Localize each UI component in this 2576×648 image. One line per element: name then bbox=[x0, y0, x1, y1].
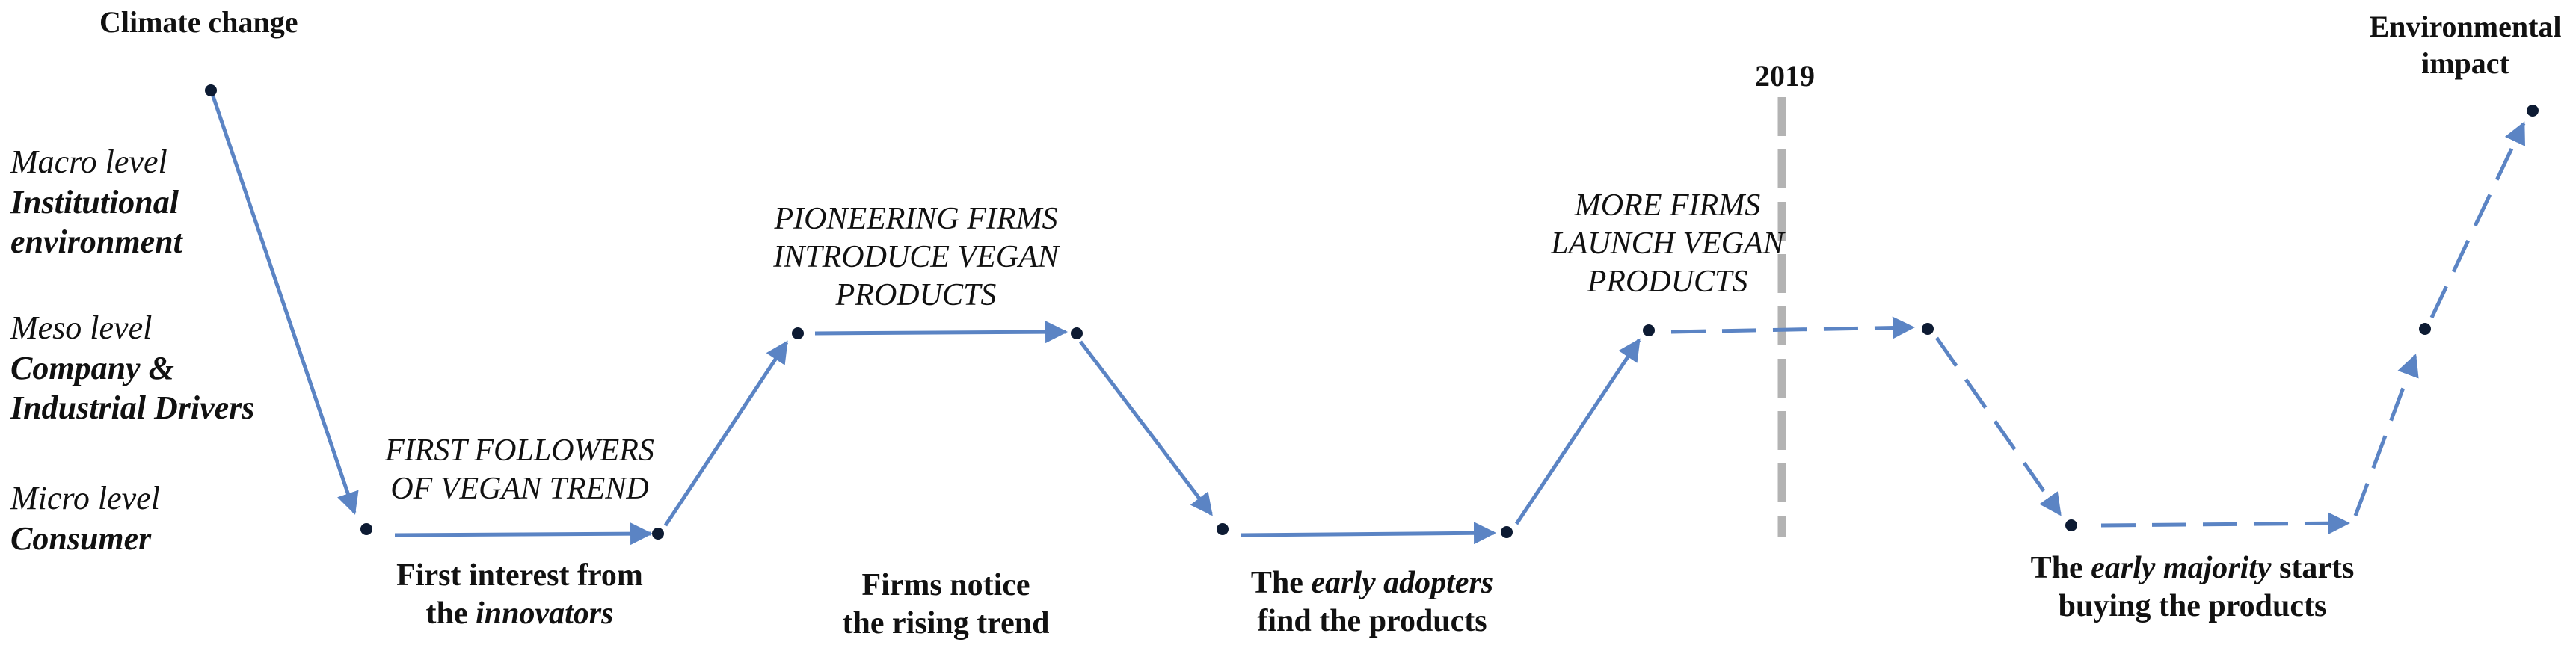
macro-level-label: Macro level Institutional environment bbox=[10, 142, 182, 262]
node-climate-change bbox=[205, 84, 217, 96]
early-majority-post: starts bbox=[2271, 551, 2355, 585]
first-followers-line-1: FIRST FOLLOWERS bbox=[385, 433, 654, 468]
node-early-majority bbox=[2065, 519, 2077, 531]
arrow-majority-flat bbox=[2100, 512, 2350, 535]
arrow-more-firms-to-majority bbox=[1934, 336, 2062, 516]
meso-level-title: Meso level bbox=[10, 309, 153, 346]
arrow-innovators-to-followers bbox=[394, 522, 653, 546]
more-firms-line-2: LAUNCH VEGAN bbox=[1551, 226, 1784, 262]
arrow-followers-to-pioneers bbox=[663, 340, 789, 527]
node-late-firms bbox=[2419, 323, 2431, 335]
node-first-followers bbox=[652, 528, 664, 540]
more-firms-label: MORE FIRMS LAUNCH VEGAN PRODUCTS bbox=[1551, 187, 1784, 302]
solid-trend-path bbox=[209, 89, 1641, 546]
node-early-adopters bbox=[1501, 526, 1513, 538]
early-majority-line-1: The early majority starts bbox=[2031, 549, 2355, 587]
early-adopters-term: early adopters bbox=[1311, 566, 1494, 600]
node-pioneers-end bbox=[1071, 327, 1083, 339]
node-innovators bbox=[360, 523, 372, 535]
macro-level-name-line-1: Institutional bbox=[10, 183, 179, 220]
pioneering-line-3: PRODUCTS bbox=[835, 278, 997, 313]
pioneering-line-2: INTRODUCE VEGAN bbox=[773, 240, 1059, 275]
pioneering-line-1: PIONEERING FIRMS bbox=[774, 202, 1058, 236]
pioneering-firms-label: PIONEERING FIRMS INTRODUCE VEGAN PRODUCT… bbox=[773, 200, 1059, 315]
more-firms-line-3: PRODUCTS bbox=[1587, 265, 1748, 300]
node-pioneers-start bbox=[792, 327, 804, 339]
more-firms-line-1: MORE FIRMS bbox=[1574, 188, 1761, 223]
arrow-pioneers-to-adopters bbox=[1079, 340, 1213, 516]
node-more-firms-end bbox=[1922, 323, 1934, 335]
innovators-label: First interest from the innovators bbox=[396, 557, 643, 633]
early-adopters-line-2: find the products bbox=[1257, 604, 1487, 639]
early-majority-label: The early majority starts buying the pro… bbox=[2031, 549, 2355, 626]
dashed-trend-path bbox=[1670, 121, 2526, 535]
meso-level-name-line-2: Industrial Drivers bbox=[10, 389, 255, 427]
rising-trend-label: Firms notice the rising trend bbox=[843, 567, 1050, 643]
rising-line-1: Firms notice bbox=[861, 568, 1030, 602]
early-adopters-pre: The bbox=[1250, 566, 1312, 600]
innovators-term: innovators bbox=[476, 596, 614, 632]
arrow-pioneers-rise bbox=[814, 321, 1068, 344]
micro-level-label: Micro level Consumer bbox=[10, 478, 160, 558]
early-majority-pre: The bbox=[2030, 551, 2091, 585]
stage-nodes bbox=[205, 84, 2539, 540]
node-more-firms-start bbox=[1643, 324, 1655, 336]
first-followers-label: FIRST FOLLOWERS OF VEGAN TREND bbox=[385, 432, 654, 508]
early-majority-term: early majority bbox=[2091, 551, 2272, 585]
innovators-line-1: First interest from bbox=[396, 558, 643, 593]
node-rising-trend bbox=[1217, 523, 1229, 535]
meso-level-label: Meso level Company & Industrial Drivers bbox=[10, 308, 254, 428]
arrow-adopters-to-more-firms bbox=[1514, 338, 1641, 525]
year-2019-label: 2019 bbox=[1755, 59, 1815, 93]
macro-level-name-line-2: environment bbox=[10, 223, 182, 261]
arrow-to-environmental-impact bbox=[2429, 121, 2526, 319]
climate-change-label: Climate change bbox=[99, 5, 298, 39]
early-adopters-label: The early adopters find the products bbox=[1251, 564, 1493, 641]
early-adopters-line-1: The early adopters bbox=[1251, 564, 1493, 602]
environmental-impact-line-1: Environmental bbox=[2369, 10, 2562, 43]
micro-level-name: Consumer bbox=[10, 519, 152, 557]
early-majority-line-2: buying the products bbox=[2058, 589, 2327, 624]
innovators-line-2: the innovators bbox=[396, 595, 643, 633]
arrow-majority-to-firms bbox=[2353, 354, 2419, 516]
micro-level-title: Micro level bbox=[10, 480, 160, 516]
environmental-impact-label: Environmental impact bbox=[2369, 9, 2561, 82]
arrow-adopters-flat bbox=[1241, 522, 1496, 545]
environmental-impact-line-2: impact bbox=[2421, 46, 2509, 80]
innovators-pre: the bbox=[425, 596, 476, 632]
arrow-more-firms-flat bbox=[1670, 316, 1915, 339]
first-followers-line-2: OF VEGAN TREND bbox=[390, 472, 649, 507]
node-environmental-impact bbox=[2527, 105, 2539, 117]
meso-level-name-line-1: Company & bbox=[10, 349, 174, 386]
arrow-climate-to-innovators bbox=[209, 89, 359, 515]
macro-level-title: Macro level bbox=[10, 144, 167, 180]
rising-line-2: the rising trend bbox=[842, 606, 1050, 641]
